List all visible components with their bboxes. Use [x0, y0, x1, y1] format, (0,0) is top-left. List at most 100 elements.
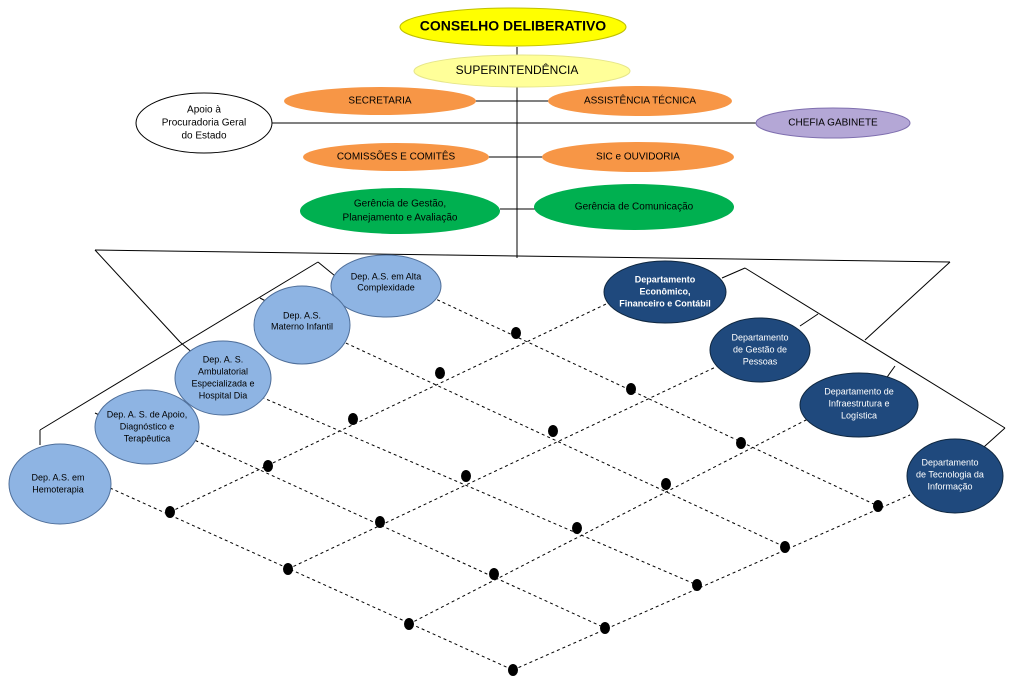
care-dept-hemotherapy: Dep. A.S. em Hemoterapia — [8, 443, 112, 525]
admin-dept-line: Financeiro e Contábil — [619, 298, 711, 308]
admin-dept-shape — [799, 372, 919, 438]
lattice-node — [548, 425, 558, 437]
management-planning-node: Gerência de Gestão, Planejamento e Avali… — [300, 188, 500, 234]
cabinet-head-shape — [755, 107, 911, 139]
connector-line — [721, 267, 746, 279]
connector-line — [39, 261, 319, 431]
lattice-node — [283, 563, 293, 575]
council-shape — [399, 7, 627, 47]
admin-dept-people: Departamento de Gestão de Pessoas — [709, 317, 811, 383]
lattice-node — [600, 622, 610, 634]
lattice-node — [375, 516, 385, 528]
care-dept-line: Diagnóstico e — [120, 421, 175, 431]
lattice-node — [508, 664, 518, 676]
communication-shape — [534, 184, 734, 230]
management-planning-shape — [300, 188, 500, 234]
lattice-line — [409, 286, 879, 507]
secretariat-label: SECRETARIA — [348, 96, 411, 107]
secretariat-node: SECRETARIA — [284, 87, 476, 115]
lattice-line — [189, 437, 606, 629]
cabinet-head-label: CHEFIA GABINETE — [788, 118, 878, 129]
superintendency-shape — [413, 54, 631, 88]
legal-support-line-3: do Estado — [181, 131, 226, 142]
lattice-line — [334, 337, 786, 548]
care-dept-shape — [253, 285, 351, 365]
lattice-line — [408, 417, 811, 625]
lattice-node — [661, 478, 671, 490]
care-dept-line: Dep. A.S. em Alta — [351, 271, 422, 281]
lattice-node — [348, 413, 358, 425]
care-dept-shape — [94, 389, 200, 465]
admin-dept-line: Departamento — [731, 332, 788, 342]
care-dept-shape — [330, 254, 442, 318]
technical-assistance-label: ASSISTÊNCIA TÉCNICA — [584, 94, 696, 107]
care-dept-high-complexity: Dep. A.S. em Alta Complexidade — [330, 254, 442, 318]
communication-node: Gerência de Comunicação — [534, 184, 734, 230]
admin-dept-shape — [603, 260, 727, 324]
care-dept-ambulatory: Dep. A. S. Ambulatorial Especializada e … — [174, 340, 272, 416]
connector-line — [94, 249, 951, 263]
technical-assistance-node: ASSISTÊNCIA TÉCNICA — [548, 86, 732, 116]
care-dept-diagnostic: Dep. A. S. de Apoio, Diagnóstico e Terap… — [94, 389, 200, 465]
admin-dept-shape — [709, 317, 811, 383]
lattice-node — [736, 437, 746, 449]
council-node: CONSELHO DELIBERATIVO — [399, 7, 627, 47]
care-dept-line: Especializada e — [191, 378, 254, 388]
admin-dept-line: de Gestão de — [733, 344, 787, 354]
care-dept-line: Materno Infantil — [271, 321, 333, 331]
lattice-line — [169, 294, 626, 513]
admin-dept-finance: Departamento Econômico, Financeiro e Con… — [603, 260, 727, 324]
admin-dept-line: Departamento — [635, 274, 696, 284]
admin-dept-technology: Departamento de Tecnologia da Informação — [906, 438, 1004, 514]
care-dept-line: Dep. A. S. — [203, 354, 244, 364]
sic-ombudsman-label: SIC e OUVIDORIA — [596, 152, 680, 163]
admin-dept-line: Informação — [927, 481, 972, 491]
admin-dept-line: de Tecnologia da — [916, 469, 984, 479]
connector-line — [94, 249, 181, 343]
care-dept-shape — [8, 443, 112, 525]
matrix-lattice — [109, 286, 911, 671]
technical-assistance-shape — [548, 86, 732, 116]
lattice-node — [780, 541, 790, 553]
superintendency-label: SUPERINTENDÊNCIA — [456, 62, 579, 77]
lattice-node — [263, 460, 273, 472]
admin-dept-line: Departamento de — [824, 386, 894, 396]
care-dept-maternal: Dep. A.S. Materno Infantil — [253, 285, 351, 365]
lattice-node — [572, 522, 582, 534]
legal-support-node: Apoio à Procuradoria Geral do Estado — [135, 92, 273, 154]
lattice-line — [109, 487, 514, 671]
cabinet-head-node: CHEFIA GABINETE — [755, 107, 911, 139]
communication-label: Gerência de Comunicação — [575, 202, 694, 213]
care-dept-line: Hemoterapia — [32, 484, 84, 494]
admin-dept-line: Infraestrutura e — [828, 398, 889, 408]
admin-dept-line: Departamento — [921, 457, 978, 467]
committees-shape — [303, 143, 489, 171]
admin-dept-line: Econômico, — [639, 286, 690, 296]
care-dept-line: Dep. A.S. — [283, 310, 321, 320]
lattice-node — [165, 506, 175, 518]
management-planning-line-2: Planejamento e Avaliação — [343, 213, 458, 224]
secretariat-shape — [284, 87, 476, 115]
committees-label: COMISSÕES E COMITÊS — [337, 150, 456, 163]
lattice-node — [511, 327, 521, 339]
connector-line — [799, 313, 819, 327]
connector-line — [864, 261, 951, 341]
legal-support-shape — [135, 92, 273, 154]
lattice-node — [461, 470, 471, 482]
lattice-nodes — [165, 327, 883, 676]
care-dept-line: Dep. A.S. em — [31, 472, 84, 482]
admin-dept-infrastructure: Departamento de Infraestrutura e Logísti… — [799, 372, 919, 438]
lattice-node — [873, 500, 883, 512]
connector-line — [744, 267, 1006, 429]
lattice-line — [287, 364, 721, 570]
lattice-node — [435, 367, 445, 379]
lattice-node — [489, 568, 499, 580]
care-dept-line: Complexidade — [357, 282, 415, 292]
admin-dept-line: Pessoas — [743, 356, 778, 366]
council-label: CONSELHO DELIBERATIVO — [420, 18, 607, 34]
management-planning-line-1: Gerência de Gestão, — [354, 199, 446, 210]
lattice-node — [404, 618, 414, 630]
care-dept-line: Ambulatorial — [198, 366, 248, 376]
care-dept-line: Hospital Dia — [199, 390, 248, 400]
legal-support-line-1: Apoio à — [187, 105, 221, 116]
